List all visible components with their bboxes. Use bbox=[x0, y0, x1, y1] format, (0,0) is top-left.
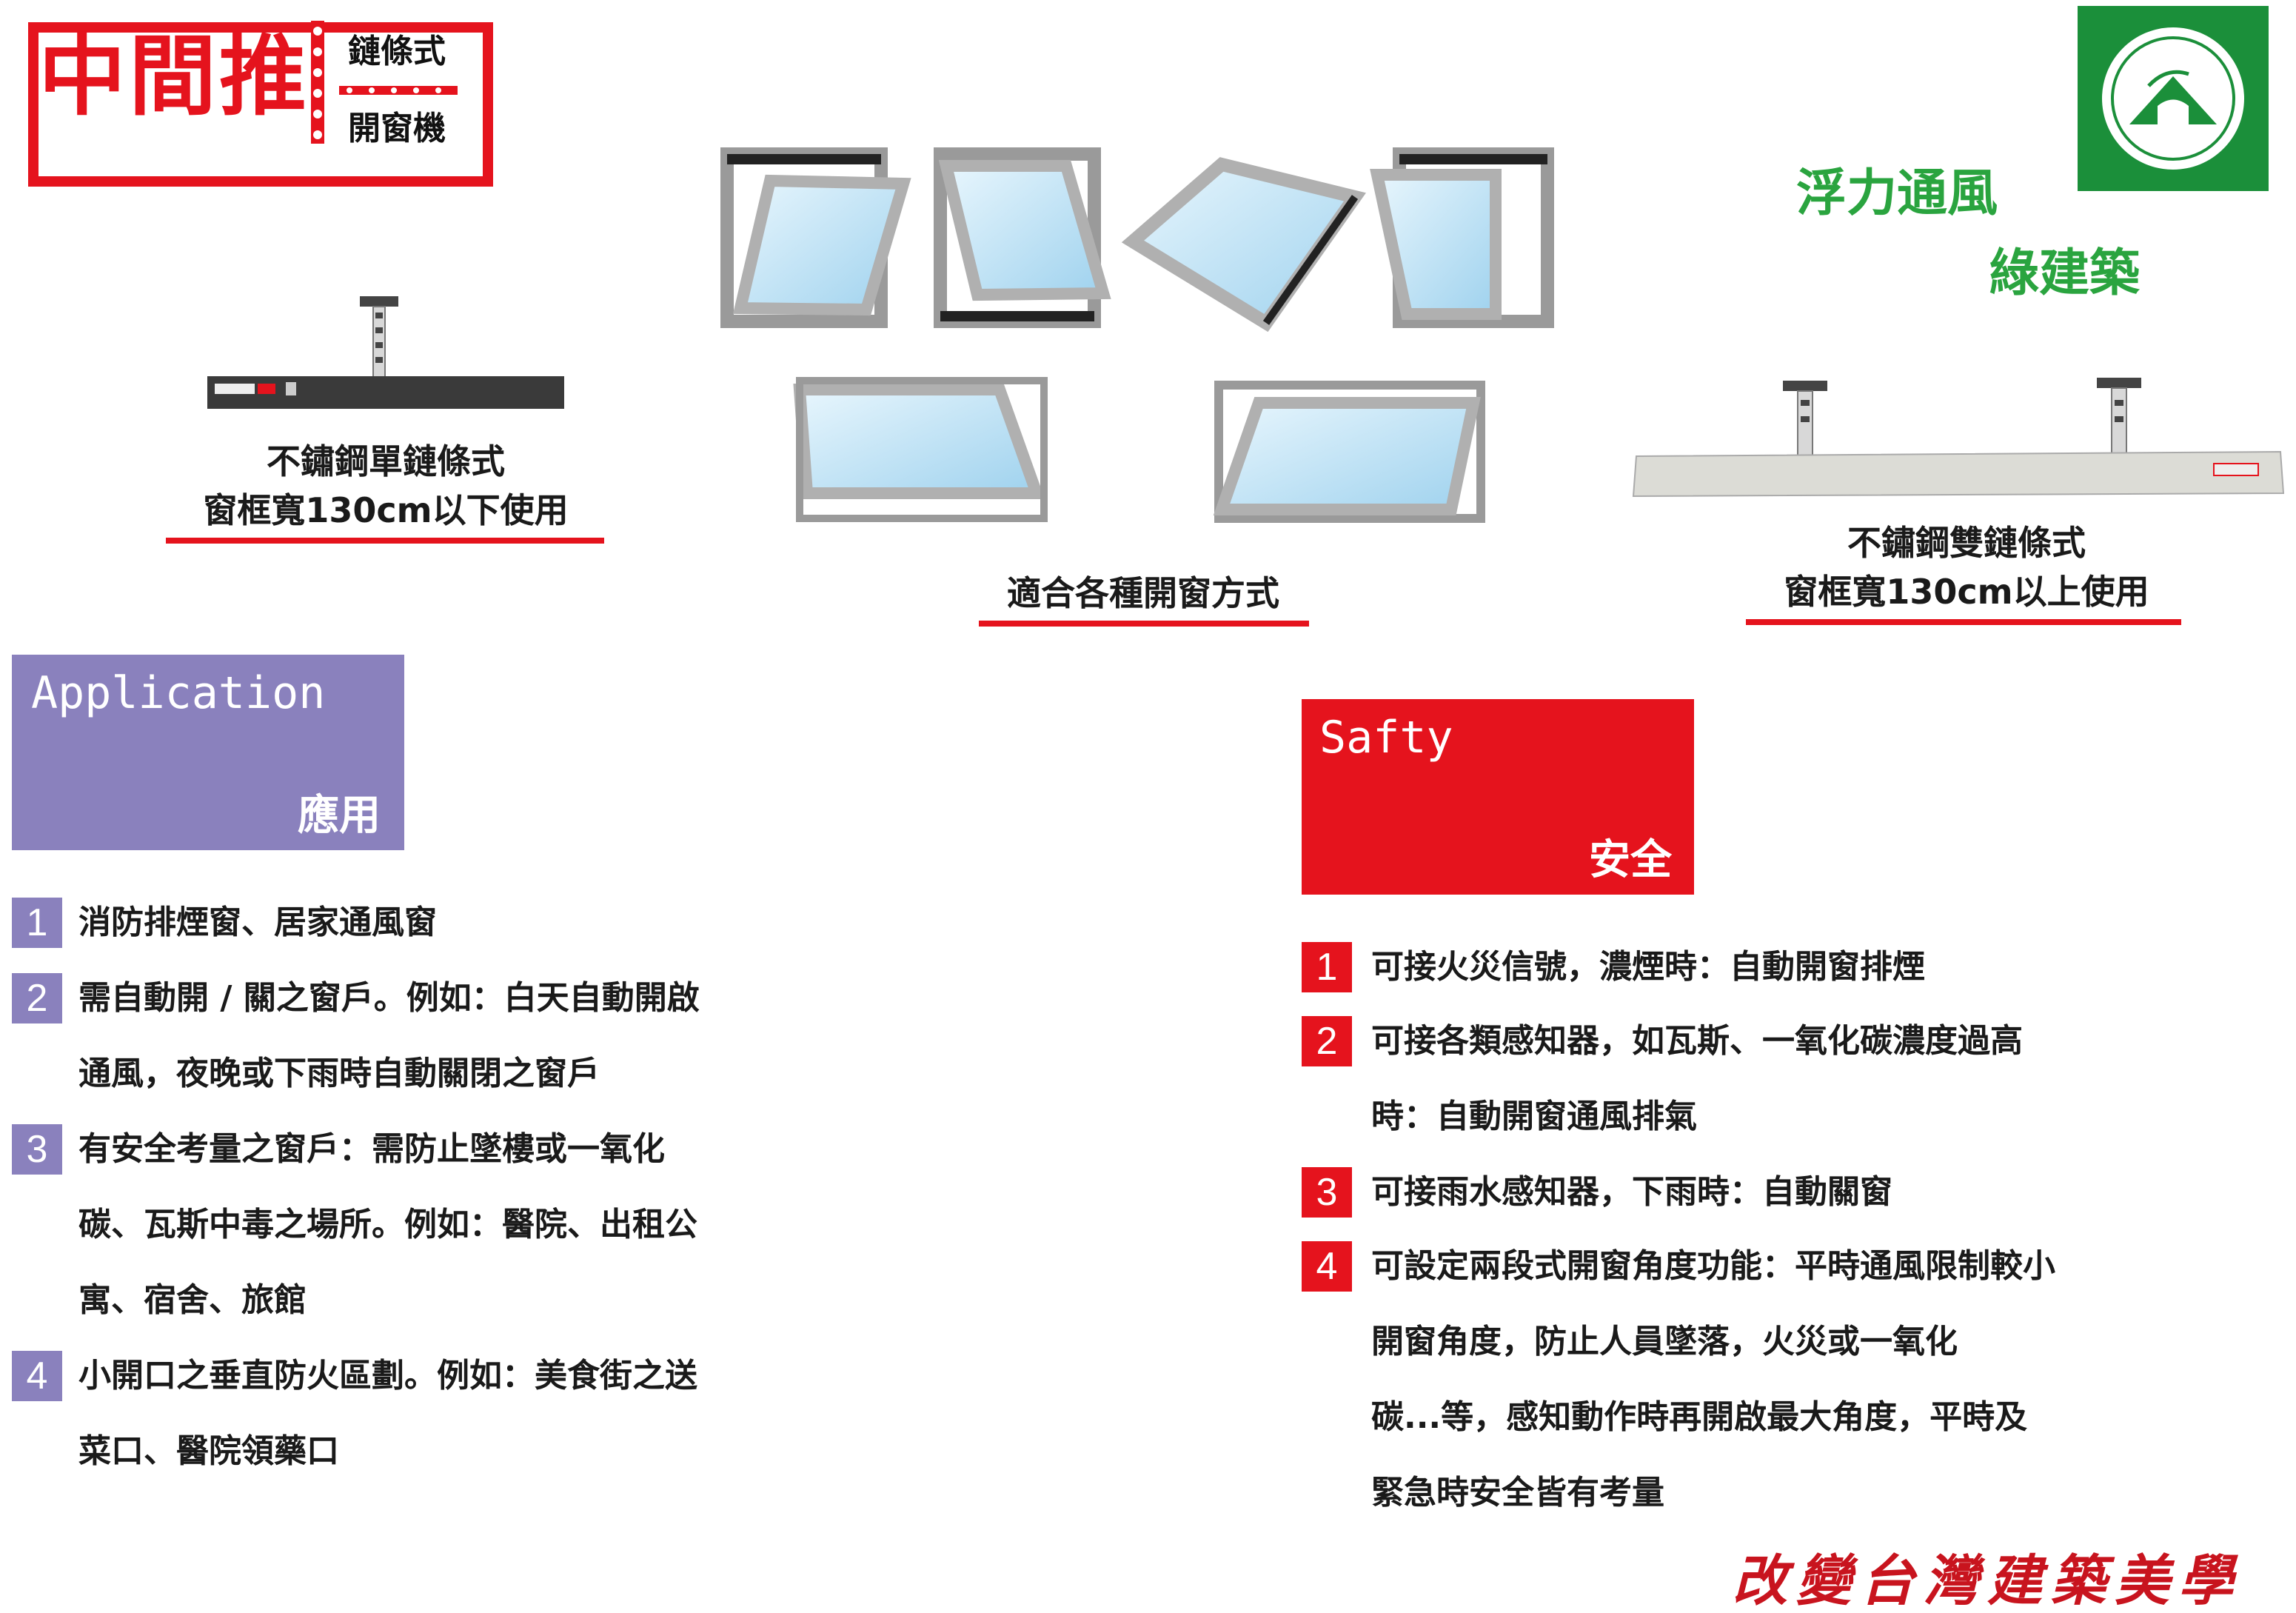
double-chain-caption-line1: 不鏽鋼雙鏈條式 bbox=[1847, 523, 2086, 563]
brand-name: 中間推 bbox=[39, 24, 310, 127]
application-item-4-number: 4 bbox=[12, 1351, 62, 1401]
window-opening-types-illustration bbox=[720, 147, 1554, 523]
awning-window-icon bbox=[793, 377, 1048, 522]
hopper-window-icon bbox=[1213, 381, 1485, 523]
green-building-material-icon bbox=[2078, 6, 2269, 191]
feature-heading-ventilation: 浮力通風 bbox=[1796, 164, 1998, 223]
application-item-2-number: 2 bbox=[12, 973, 62, 1023]
application-item-2-text: 通風，夜晚或下雨時自動關閉之窗戶 bbox=[78, 1055, 600, 1092]
top-hung-window-icon bbox=[720, 147, 911, 328]
safety-item-2-number: 2 bbox=[1302, 1016, 1352, 1066]
application-title-en: Application bbox=[31, 667, 326, 719]
single-chain-caption-line2: 窗框寬130cm以下使用 bbox=[203, 490, 569, 530]
safety-item-4-text: 可設定兩段式開窗角度功能：平時通風限制較小 bbox=[1371, 1247, 2055, 1285]
safety-item-2-text: 時：自動開窗通風排氣 bbox=[1371, 1098, 1697, 1135]
chain-link-icon bbox=[339, 86, 458, 95]
safety-item-2-text: 可接各類感知器，如瓦斯、一氧化碳濃度過高 bbox=[1371, 1022, 2023, 1060]
safety-item-4-text: 碳...等，感知動作時再開啟最大角度，平時及 bbox=[1371, 1398, 2028, 1436]
double-chain-opener-image bbox=[1632, 378, 2285, 498]
application-item-3-text: 碳、瓦斯中毒之場所。例如：醫院、出租公 bbox=[78, 1206, 697, 1243]
safety-item-4-text: 緊急時安全皆有考量 bbox=[1371, 1474, 1664, 1512]
safety-item-3-number: 3 bbox=[1302, 1167, 1352, 1218]
safety-item-3-text: 可接雨水感知器，下雨時：自動關窗 bbox=[1371, 1173, 1892, 1211]
safety-item-1-number: 1 bbox=[1302, 942, 1352, 992]
single-chain-underline bbox=[166, 538, 604, 544]
application-item-3-number: 3 bbox=[12, 1124, 62, 1175]
brand-subtitle-line2: 開窗機 bbox=[348, 110, 446, 147]
safety-item-4-text: 開窗角度，防止人員墜落，火災或一氧化 bbox=[1371, 1323, 1958, 1360]
safety-item-4-number: 4 bbox=[1302, 1241, 1352, 1292]
safety-title-en: Safty bbox=[1319, 712, 1453, 764]
double-chain-underline bbox=[1746, 619, 2181, 625]
application-item-3-text: 有安全考量之窗戶：需防止墜樓或一氧化 bbox=[78, 1130, 665, 1168]
application-item-4-text: 菜口、醫院領藥口 bbox=[78, 1432, 339, 1470]
application-item-1-number: 1 bbox=[12, 898, 62, 948]
brand-logo bbox=[28, 22, 493, 187]
chain-icon bbox=[311, 21, 324, 144]
pivot-window-icon bbox=[1121, 157, 1366, 333]
feature-heading-green-building: 綠建築 bbox=[1989, 244, 2141, 303]
window-types-caption: 適合各種開窗方式 bbox=[1007, 573, 1279, 613]
application-header bbox=[12, 655, 404, 850]
application-item-3-text: 寓、宿舍、旅館 bbox=[78, 1281, 307, 1319]
brand-subtitle-line1: 鏈條式 bbox=[348, 33, 446, 70]
window-types-underline bbox=[979, 621, 1309, 627]
application-item-1-text: 消防排煙窗、居家通風窗 bbox=[78, 904, 437, 941]
bottom-hung-window-icon bbox=[934, 147, 1111, 328]
single-chain-opener-image bbox=[207, 296, 564, 409]
double-chain-caption-line2: 窗框寬130cm以上使用 bbox=[1784, 572, 2149, 612]
safety-title-zh: 安全 bbox=[1589, 836, 1672, 884]
application-title-zh: 應用 bbox=[298, 792, 381, 840]
footer-slogan: 改變台灣建築美學 bbox=[1733, 1549, 2242, 1613]
outward-window-icon bbox=[1370, 147, 1554, 328]
safety-item-1-text: 可接火災信號，濃煙時：自動開窗排煙 bbox=[1371, 948, 1925, 986]
safety-header bbox=[1302, 699, 1694, 895]
application-item-2-text: 需自動開 / 關之窗戶。例如：白天自動開啟 bbox=[78, 979, 700, 1017]
application-item-4-text: 小開口之垂直防火區劃。例如：美食街之送 bbox=[78, 1357, 697, 1395]
single-chain-caption-line1: 不鏽鋼單鏈條式 bbox=[267, 441, 505, 481]
